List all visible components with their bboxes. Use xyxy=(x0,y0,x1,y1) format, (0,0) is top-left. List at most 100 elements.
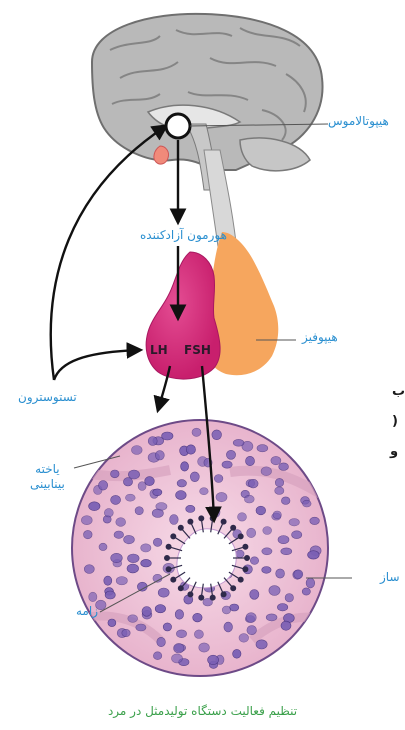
tubule-cell xyxy=(278,536,289,544)
sperm-head xyxy=(231,525,236,530)
tubule-cell xyxy=(158,588,169,597)
tubule-cell xyxy=(186,445,195,454)
sperm-head xyxy=(178,525,183,530)
tubule-cell xyxy=(124,535,135,543)
tubule-cell xyxy=(181,462,189,471)
tubule-cell xyxy=(104,509,113,517)
sperm-head xyxy=(178,586,183,591)
tubule-cell xyxy=(172,654,183,663)
tubule-cell xyxy=(236,550,244,558)
tubule-cell xyxy=(233,439,244,446)
sperm-head xyxy=(238,577,243,582)
label-testosterone: تستوسترون xyxy=(18,390,77,405)
tubule-cell xyxy=(273,511,281,519)
tubule-cell xyxy=(128,470,139,479)
tubule-cell xyxy=(193,613,202,622)
label-hypothalamus: هیپوتالاموس xyxy=(328,114,389,129)
tubule-cell xyxy=(276,569,285,578)
tubule-cell xyxy=(176,630,186,638)
label-seminiferous-partial: ساز xyxy=(380,570,400,585)
tubule-cell xyxy=(108,619,116,627)
label-pituitary: هیپوفیز xyxy=(302,330,338,345)
tubule-cell xyxy=(170,515,179,525)
tubule-cell xyxy=(114,531,124,538)
tubule-cell xyxy=(239,634,249,643)
tubule-cell xyxy=(246,613,256,623)
tubule-cell xyxy=(279,463,289,471)
tubule-cell xyxy=(116,518,126,527)
tubule-cell xyxy=(155,451,164,460)
tubule-cell xyxy=(111,495,121,504)
sperm-head xyxy=(243,544,248,549)
sperm-head xyxy=(210,595,215,600)
tubule-cell xyxy=(281,621,291,630)
tubule-cell xyxy=(190,472,199,482)
tubule-cell xyxy=(281,497,290,505)
tubule-cell xyxy=(175,610,183,620)
tubule-cell xyxy=(194,630,203,639)
tubule-cell xyxy=(135,507,143,515)
tubule-cell xyxy=(263,527,272,535)
tubule-cell xyxy=(200,488,209,495)
tubule-cell xyxy=(261,467,271,476)
tubule-cell xyxy=(89,592,97,601)
hypothalamus-marker xyxy=(166,114,190,138)
pituitary-illustration xyxy=(146,232,278,379)
tubule-cell xyxy=(281,548,292,555)
sperm-head xyxy=(199,516,204,521)
sperm-head xyxy=(166,567,171,572)
tubule-cell xyxy=(153,652,161,660)
tubule-cell xyxy=(271,456,281,464)
label-lh: LH xyxy=(150,343,168,357)
edge-text-1: ب xyxy=(392,384,405,399)
label-interstitial-cell: یاخته بینابینی xyxy=(30,462,65,492)
tubule-cell xyxy=(247,626,257,635)
tubule-cell xyxy=(99,481,108,491)
sperm-head xyxy=(171,577,176,582)
tubule-cell xyxy=(176,491,187,500)
tubule-cell xyxy=(208,655,219,664)
tubule-cell xyxy=(292,531,302,539)
edge-text-2: ( xyxy=(392,414,398,429)
tubule-cell xyxy=(123,478,132,486)
label-sperm: زامه xyxy=(76,604,98,619)
tubule-cell xyxy=(127,564,139,573)
tubule-cell xyxy=(89,502,100,511)
tubule-cell xyxy=(155,605,165,613)
tubule-cell xyxy=(285,594,293,602)
tubule-cell xyxy=(111,553,123,562)
tubule-cell xyxy=(142,607,151,617)
tubule-cell xyxy=(256,640,267,649)
sperm-head xyxy=(238,534,243,539)
tubule-cell xyxy=(141,559,152,567)
tubule-cell xyxy=(277,604,287,611)
tubule-cell xyxy=(275,478,283,486)
tubule-cell xyxy=(238,513,247,521)
tubule-cell xyxy=(256,506,266,515)
tubule-cell xyxy=(308,551,320,559)
tubule-cell xyxy=(212,430,222,440)
tubule-cell xyxy=(233,649,241,658)
sperm-head xyxy=(199,595,204,600)
tubule-cell xyxy=(84,565,94,574)
tubule-cell xyxy=(250,590,259,600)
sperm-head xyxy=(245,556,250,561)
tubule-cell xyxy=(157,637,166,646)
tubule-cell xyxy=(125,494,135,501)
tubule-cell xyxy=(186,505,195,512)
label-fsh: FSH xyxy=(184,343,211,357)
tubule-cell xyxy=(111,470,120,478)
tubule-cell xyxy=(214,475,223,483)
sperm-head xyxy=(221,519,226,524)
tubule-cell xyxy=(153,538,162,546)
tubule-cell xyxy=(163,623,171,631)
tubule-cell xyxy=(128,554,140,563)
tubule-cell xyxy=(145,477,155,486)
tubule-cell xyxy=(222,606,231,614)
sperm-head xyxy=(165,556,170,561)
tubule-cell xyxy=(294,570,303,579)
tubule-cell xyxy=(141,544,151,552)
edge-text-3: و xyxy=(390,444,398,459)
